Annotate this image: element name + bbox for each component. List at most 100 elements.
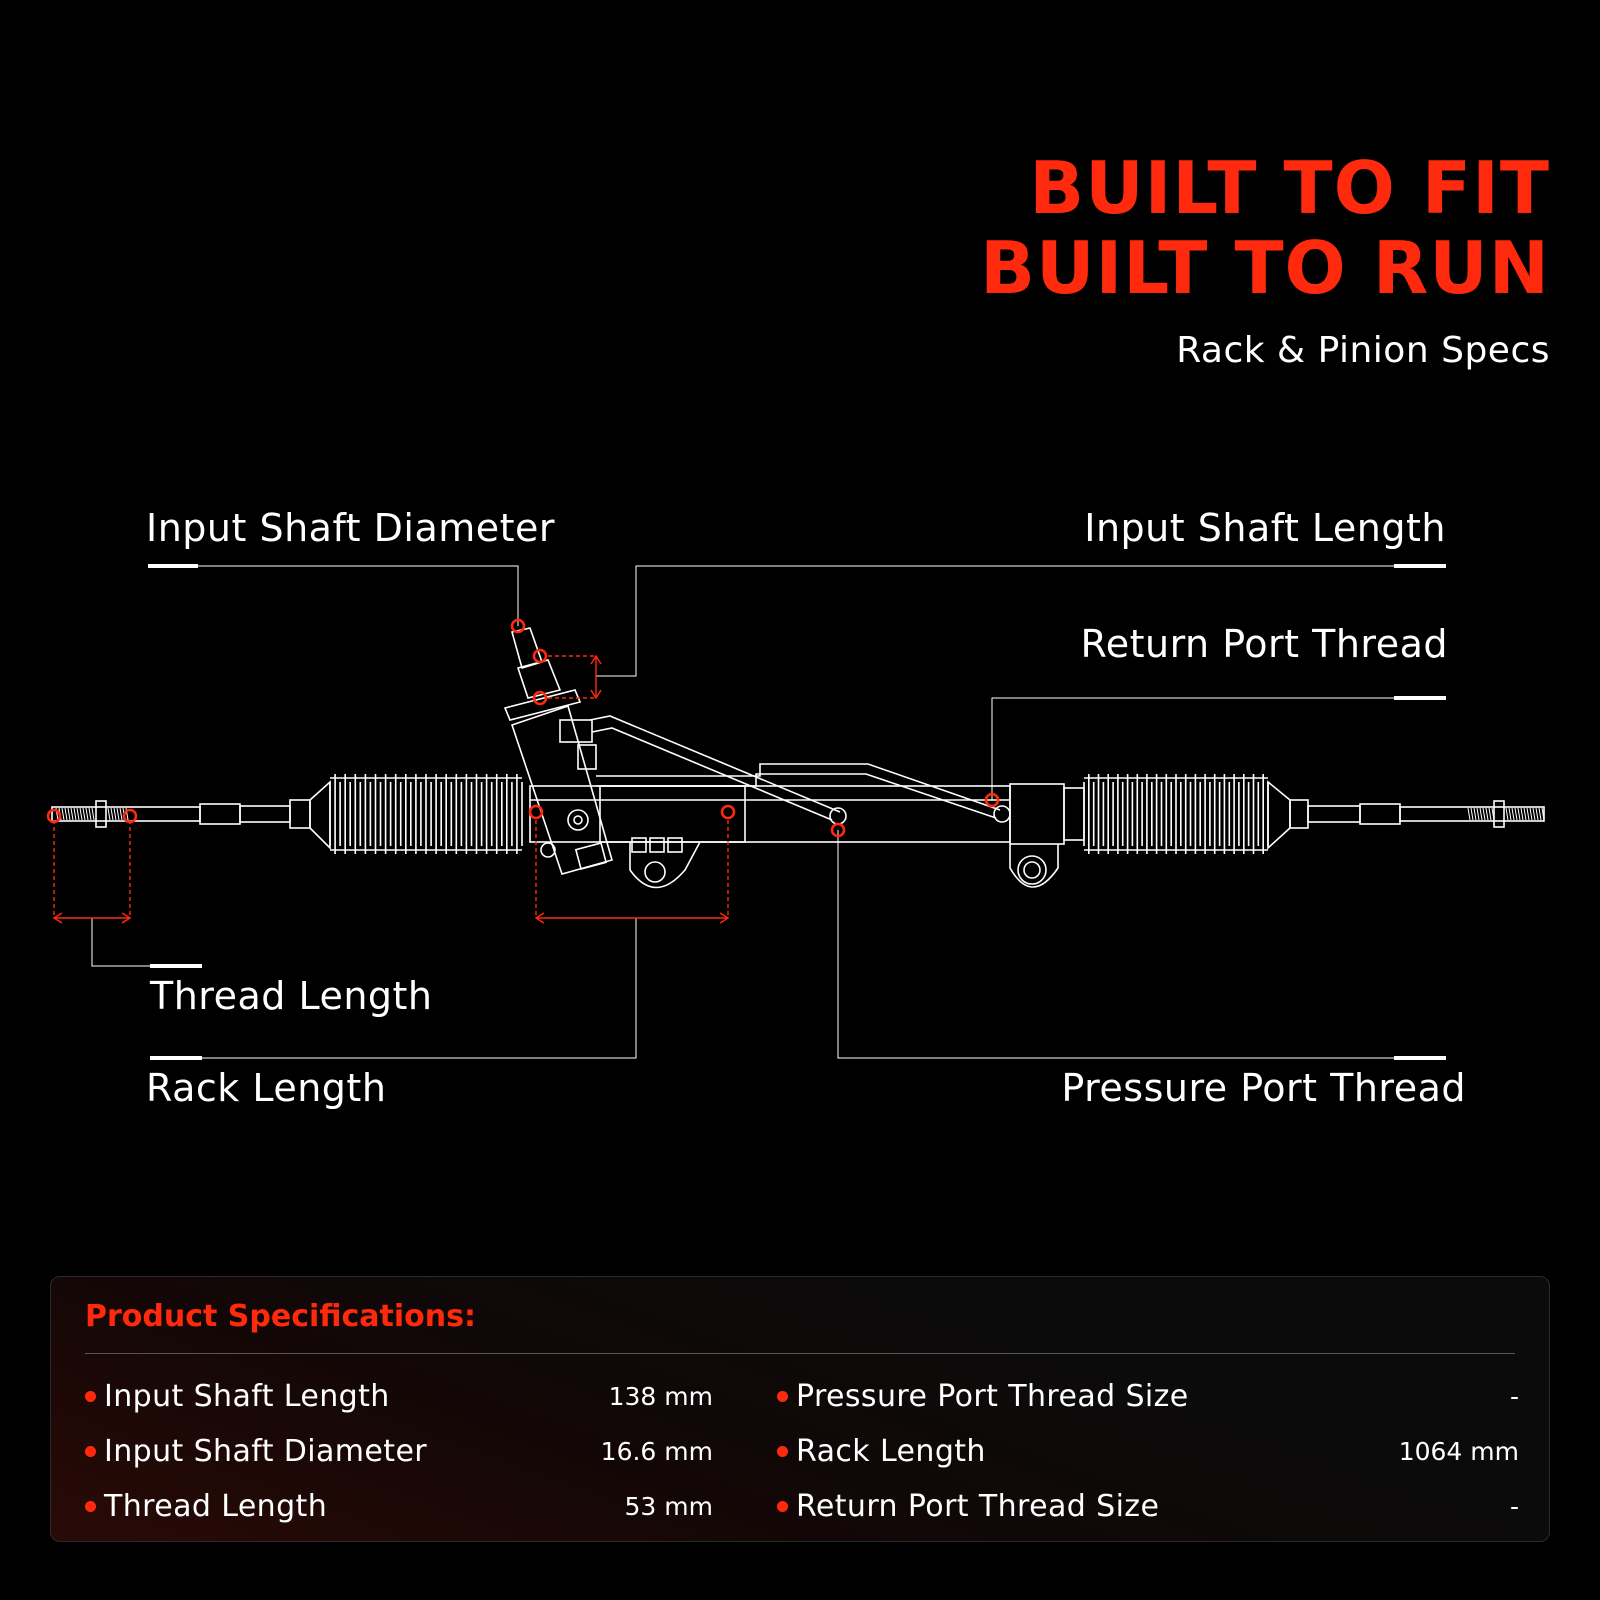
spec-label: Return Port Thread Size [796,1489,1160,1524]
right-tie-rod [1399,806,1545,822]
thread-line [1505,807,1509,821]
thread-line [1538,807,1542,821]
thread-line [1508,807,1512,821]
dim-thread-arrow-l [52,912,63,924]
marker-thread-right [122,808,138,824]
marker-shaft-top [532,648,548,664]
thread-line [1523,807,1527,821]
thread-line [116,807,120,821]
pressure-line-a [589,715,841,813]
right-lock-nut [1493,800,1505,828]
thread-line [88,807,92,821]
callout-pressure-port-thread: Pressure Port Thread [1061,1066,1466,1110]
spec-row: Pressure Port Thread Size - [777,1369,1519,1424]
left-bellows-boot [329,774,523,854]
headline: BUILT TO FIT BUILT TO RUN [980,148,1550,308]
return-line-a [596,763,1001,811]
callout-input-shaft-length: Input Shaft Length [1084,506,1446,550]
product-specifications-panel: Product Specifications: Input Shaft Leng… [50,1276,1550,1542]
thread-line [67,807,71,821]
bellows-edge [330,777,522,851]
marker-rack-right [720,804,736,820]
right-boot-cone [1267,780,1291,850]
thread-line [76,807,80,821]
headline-line-2: BUILT TO RUN [980,226,1550,310]
spec-label: Thread Length [104,1489,328,1524]
left-mount-bracket [629,841,701,889]
bellows-ribs [329,774,523,854]
thread-line [1491,807,1495,821]
leader-input-shaft-length [596,565,1446,677]
bellows-edge [1084,777,1268,851]
marker-thread-left [46,808,62,824]
spec-row: Input Shaft Diameter 16.6 mm [85,1424,713,1479]
left-lock-nut [95,800,107,828]
marker-pressure-port [830,822,846,838]
thread-line [110,807,114,821]
thread-line [73,807,77,821]
spec-label: Rack Length [796,1434,986,1469]
red-dot-icon [777,1501,788,1512]
dimension-lines [52,654,730,924]
housing-bolt [540,842,556,858]
dim-rack-arrow-r [719,912,730,924]
red-dot-icon [777,1446,788,1457]
leader-thread-length [91,918,202,967]
spec-row: Rack Length 1064 mm [777,1424,1519,1479]
marker-input-shaft-diameter [510,618,526,634]
thread-line [1473,807,1477,821]
specs-divider [85,1353,1515,1354]
leader-input-shaft-diameter [148,565,519,626]
thread-line [1470,807,1474,821]
spec-row: Input Shaft Length 138 mm [85,1369,713,1424]
right-bellows-boot [1083,774,1269,854]
spec-value: 138 mm [608,1382,713,1411]
thread-line [1514,807,1518,821]
thread-line [1485,807,1489,821]
left-rod-sleeve [199,803,241,825]
pinion-cap [574,841,608,871]
bracket-tab-3 [667,837,683,853]
callout-thread-length: Thread Length [150,974,433,1018]
thread-line [1488,807,1492,821]
marker-shaft-bottom [532,690,548,706]
callout-input-shaft-diameter: Input Shaft Diameter [146,506,556,550]
thread-line [1529,807,1533,821]
thread-line [1511,807,1515,821]
marker-group [46,618,1000,838]
red-dot-icon [85,1501,96,1512]
spec-value: - [1509,1382,1519,1411]
specs-right-column: Pressure Port Thread Size - Rack Length … [777,1369,1519,1534]
thread-line [1476,807,1480,821]
thread-line [113,807,117,821]
pinion-flange [503,689,582,721]
spec-label: Input Shaft Length [104,1379,390,1414]
red-dot-icon [85,1446,96,1457]
bellows-ribs [1083,774,1269,854]
thread-line [1532,807,1536,821]
left-boot-cone [309,780,331,850]
red-dot-icon [777,1391,788,1402]
left-boot-clamp [289,799,311,829]
thread-line [64,807,68,821]
leader-return-port-thread [991,697,1446,800]
thread-line [70,807,74,821]
right-inner-rod [1307,805,1361,823]
dim-thread-arrow-r [121,912,132,924]
specs-left-column: Input Shaft Length 138 mm Input Shaft Di… [85,1369,713,1534]
thread-line [91,807,95,821]
rack-outline [51,627,1545,889]
right-mount-hole-inner [1023,861,1041,879]
headline-line-1: BUILT TO FIT [1029,146,1550,230]
thread-line [1535,807,1539,821]
leader-rack-length [150,918,637,1059]
spec-value: 1064 mm [1398,1437,1519,1466]
leader-pressure-port-thread [837,830,1446,1059]
right-boot-collar [1063,787,1085,841]
spec-row: Thread Length 53 mm [85,1479,713,1534]
thread-line [1520,807,1524,821]
valve-port [577,744,597,770]
thread-line [82,807,86,821]
right-mount-hole-outer [1017,855,1047,885]
thread-hatching [55,807,1545,821]
